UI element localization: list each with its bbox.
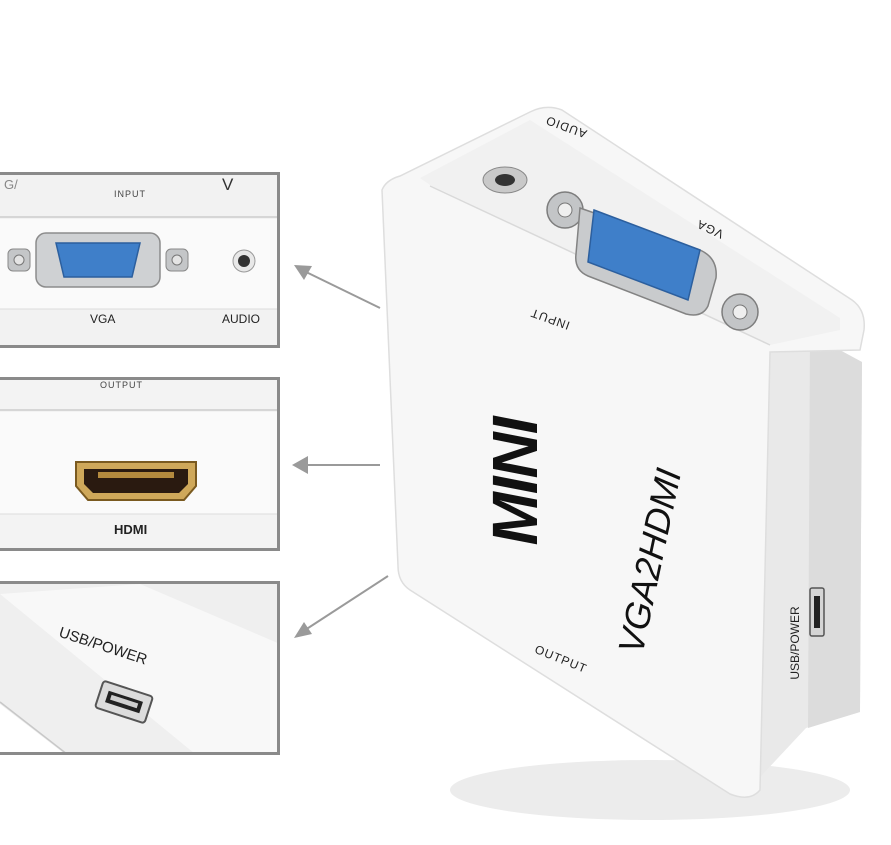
output-panel-header: OUTPUT [100,380,143,390]
input-detail-panel: G/ V INPUT VGA AUDIO [0,172,280,348]
output-detail-panel: OUTPUT HDMI [0,377,280,551]
vga-port-icon [7,232,189,288]
device-side-usb-label: USB/POWER [788,606,802,680]
device-audio-jack [482,166,528,194]
input-panel-corner-right-text: V [222,175,234,194]
input-panel-audio-label: AUDIO [222,312,261,326]
input-panel-header: INPUT [114,189,146,199]
input-panel-corner-text: G/ [4,177,18,192]
output-panel-hdmi-label: HDMI [114,522,148,537]
device-side-usb-port [809,587,825,637]
power-panel-illustration [0,584,277,752]
input-panel-vga-label: VGA [90,312,116,326]
hdmi-port-icon [75,461,197,501]
audio-jack-icon [232,249,256,273]
device-vga-port [546,191,759,331]
power-detail-panel: USB/POWER [0,581,280,755]
device-logo-text: MINI [479,418,551,546]
